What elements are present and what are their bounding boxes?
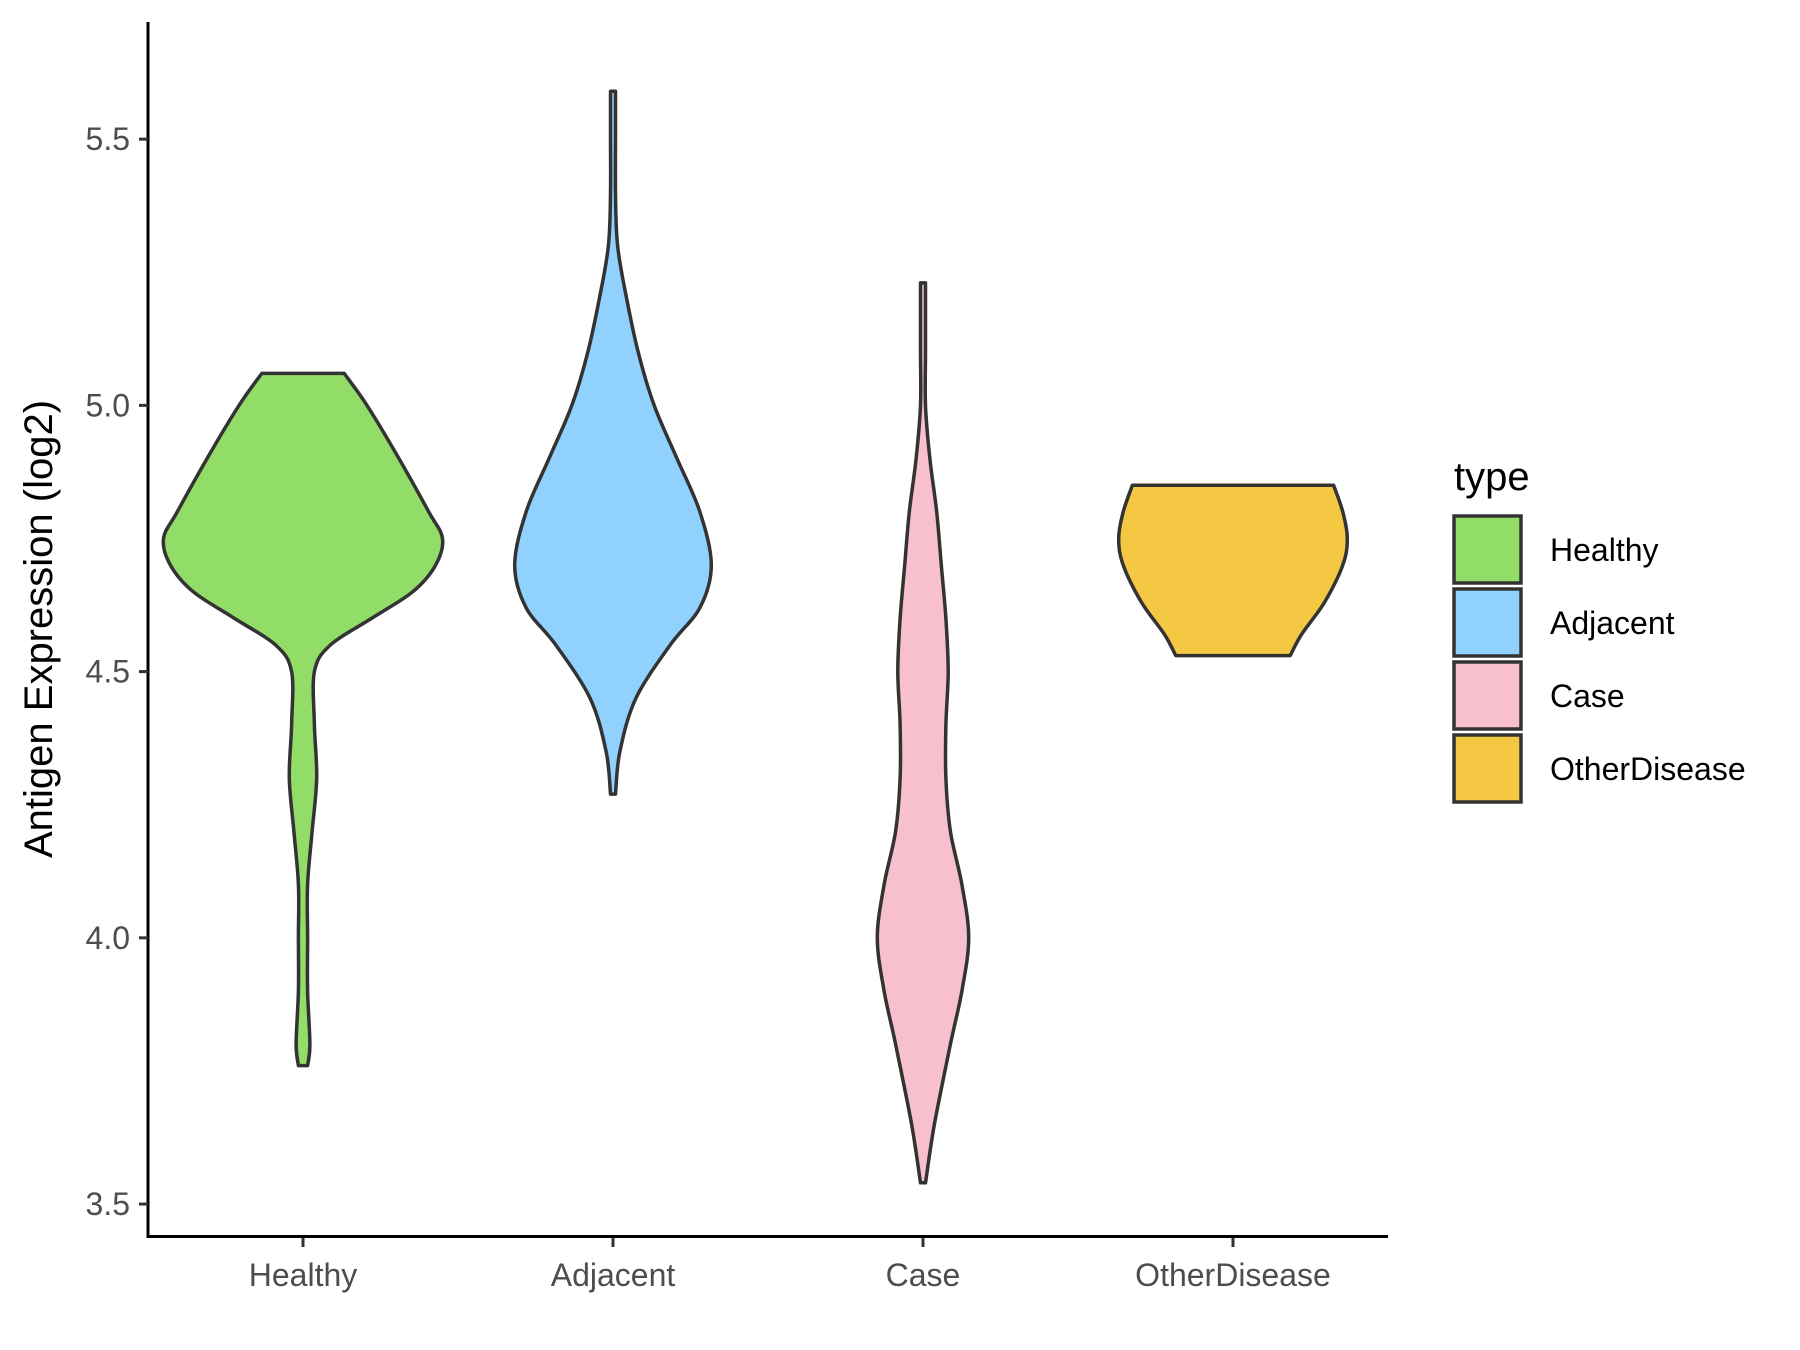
- legend-label-healthy: Healthy: [1550, 532, 1659, 568]
- legend-label-otherdisease: OtherDisease: [1550, 751, 1746, 787]
- y-ticks: 3.5 4.0 4.5 5.0 5.5: [86, 121, 148, 1222]
- legend-swatch-adjacent: [1452, 587, 1523, 658]
- legend-swatch-case: [1452, 660, 1523, 731]
- x-tick-label: OtherDisease: [1135, 1257, 1331, 1293]
- y-tick-label: 5.0: [86, 387, 130, 423]
- y-tick-label: 3.5: [86, 1186, 130, 1222]
- y-tick-label: 4.0: [86, 920, 130, 956]
- legend-swatch-healthy: [1452, 514, 1523, 585]
- legend-label-case: Case: [1550, 678, 1625, 714]
- legend-title: type: [1454, 455, 1530, 499]
- violin-layer: [161, 89, 1350, 1185]
- x-tick-label: Healthy: [249, 1257, 358, 1293]
- violin-case: [875, 281, 971, 1185]
- y-tick-label: 4.5: [86, 654, 130, 690]
- y-tick-label: 5.5: [86, 121, 130, 157]
- x-ticks: Healthy Adjacent Case OtherDisease: [249, 1238, 1331, 1293]
- x-tick-label: Case: [886, 1257, 961, 1293]
- axes: 3.5 4.0 4.5 5.0 5.5 Healthy Adjacent Case Other…: [86, 22, 1388, 1293]
- x-tick-label: Adjacent: [551, 1257, 676, 1293]
- violin-adjacent: [512, 89, 714, 796]
- legend-label-adjacent: Adjacent: [1550, 605, 1675, 641]
- legend-swatch-otherdisease: [1452, 733, 1523, 804]
- y-axis-title: Antigen Expression (log2): [17, 400, 61, 858]
- violin-healthy: [161, 371, 445, 1068]
- violin-otherdisease: [1116, 483, 1350, 658]
